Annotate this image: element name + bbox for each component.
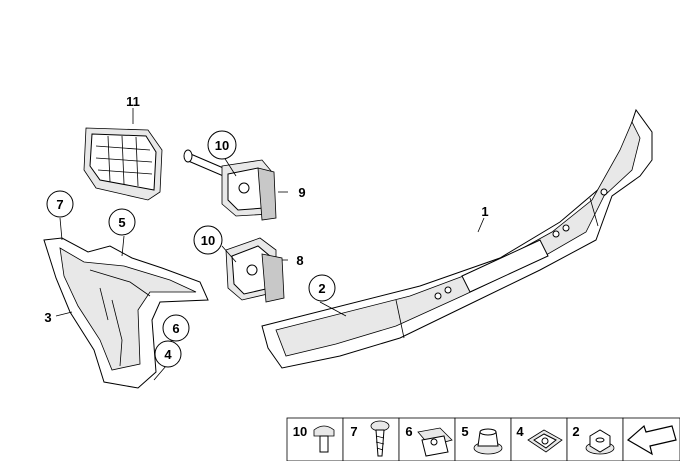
fastener-legend: 10 7 6 <box>286 417 680 461</box>
legend-cell-bolt: 10 <box>286 417 344 461</box>
part-vent-grille <box>83 127 163 201</box>
svg-text:6: 6 <box>405 424 412 439</box>
square-clip-icon <box>527 429 563 453</box>
svg-text:4: 4 <box>516 424 524 439</box>
callout-10-upper: 10 <box>207 130 237 160</box>
callout-2: 2 <box>308 274 336 302</box>
leader-lines <box>55 108 485 381</box>
legend-cell-screw: 7 <box>342 417 400 461</box>
screw-icon <box>370 420 390 457</box>
legend-cell-hex-nut: 2 <box>566 417 624 461</box>
hex-nut-icon <box>585 429 615 455</box>
clip-nut-icon <box>417 427 453 457</box>
svg-text:5: 5 <box>118 215 125 230</box>
svg-text:7: 7 <box>350 424 357 439</box>
callout-6: 6 <box>162 314 190 342</box>
part-carrier <box>43 237 209 389</box>
part-bracket-pin-upper <box>183 149 277 221</box>
callout-3: 3 <box>44 310 51 325</box>
svg-text:8: 8 <box>296 253 303 268</box>
callout-5: 5 <box>108 208 136 236</box>
callout-10-lower: 10 <box>193 225 223 255</box>
svg-text:1: 1 <box>481 204 488 219</box>
part-bumper-beam <box>261 108 653 369</box>
callout-9: 9 <box>298 185 305 200</box>
part-bracket-lower <box>225 237 285 303</box>
flange-nut-icon <box>473 428 503 455</box>
svg-text:2: 2 <box>318 281 325 296</box>
legend-cell-clip-nut: 6 <box>398 417 456 461</box>
callout-7: 7 <box>46 190 74 218</box>
svg-text:6: 6 <box>172 321 179 336</box>
legend-cell-arrow <box>622 417 680 461</box>
direction-arrow-icon <box>626 424 677 456</box>
svg-text:2: 2 <box>572 424 579 439</box>
legend-cell-square-clip: 4 <box>510 417 568 461</box>
bolt-icon <box>313 425 335 453</box>
svg-text:3: 3 <box>44 310 51 325</box>
callout-11: 11 <box>126 94 140 109</box>
svg-text:10: 10 <box>201 233 215 248</box>
callout-4: 4 <box>154 340 182 368</box>
svg-text:10: 10 <box>293 424 307 439</box>
callout-1: 1 <box>481 204 488 219</box>
svg-text:7: 7 <box>56 197 63 212</box>
callout-8: 8 <box>296 253 303 268</box>
svg-text:10: 10 <box>215 138 229 153</box>
legend-cell-nut: 5 <box>454 417 512 461</box>
svg-text:9: 9 <box>298 185 305 200</box>
svg-text:5: 5 <box>461 424 468 439</box>
svg-text:11: 11 <box>126 94 140 109</box>
svg-text:4: 4 <box>164 347 172 362</box>
